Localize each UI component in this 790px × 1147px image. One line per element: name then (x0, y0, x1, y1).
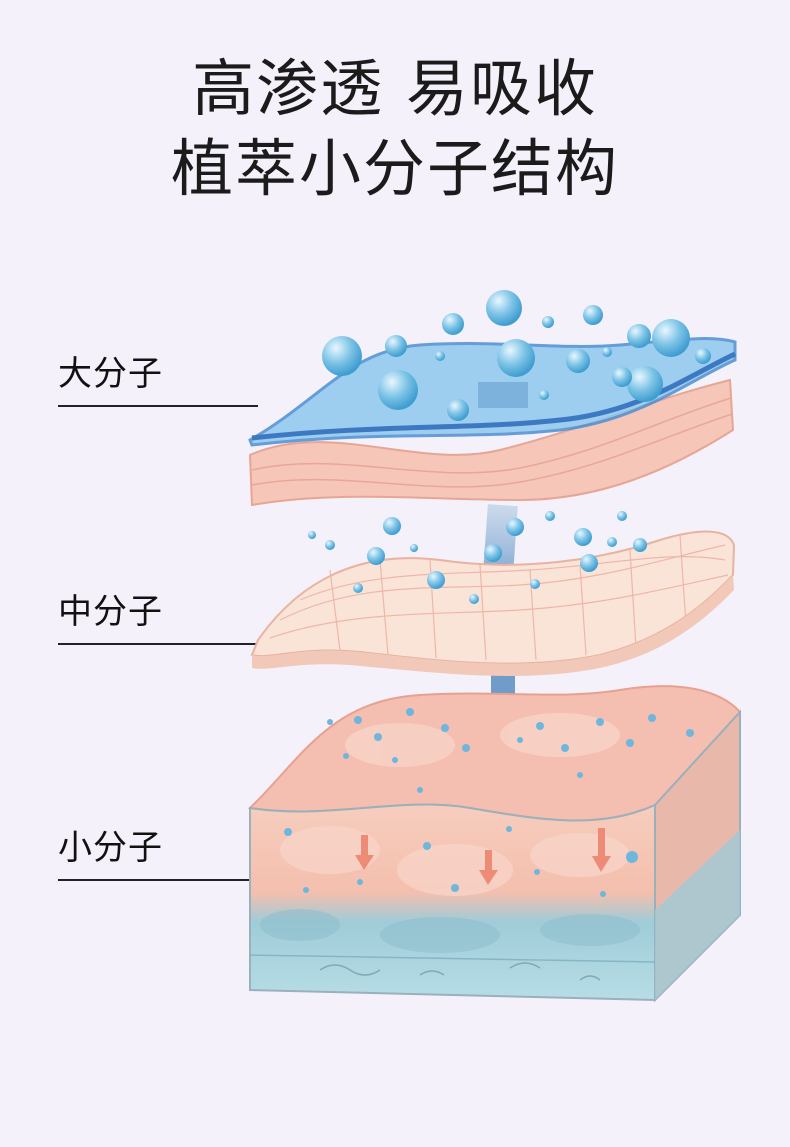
bottom-skin-block (250, 686, 740, 1000)
